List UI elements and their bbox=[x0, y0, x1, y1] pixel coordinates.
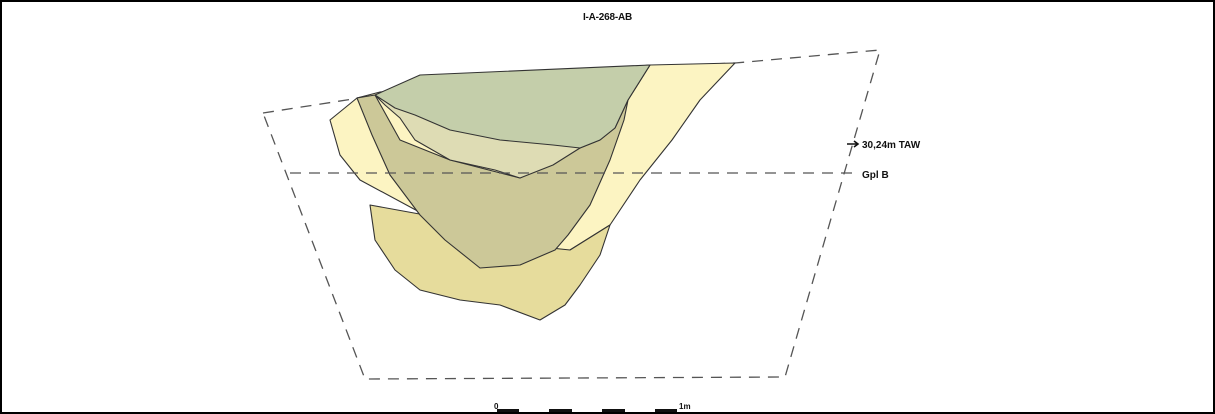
middle-fill-layer bbox=[356, 64, 651, 269]
scale-segment bbox=[549, 409, 572, 412]
level-label: 30,24m TAW bbox=[862, 140, 921, 151]
right-arrow-icon bbox=[847, 140, 860, 148]
scale-segment bbox=[497, 409, 519, 412]
level-marker: 30,24m TAW bbox=[847, 140, 921, 151]
plane-label: Gpl B bbox=[862, 170, 889, 181]
scale-bar: 0 1m bbox=[494, 402, 691, 412]
top-fill-layer bbox=[374, 64, 651, 149]
scale-segment bbox=[602, 409, 625, 412]
scale-start-label: 0 bbox=[494, 402, 499, 411]
scale-end-label: 1m bbox=[679, 402, 691, 411]
scale-segment bbox=[655, 409, 677, 412]
figure-title: I-A-268-AB bbox=[582, 12, 633, 23]
